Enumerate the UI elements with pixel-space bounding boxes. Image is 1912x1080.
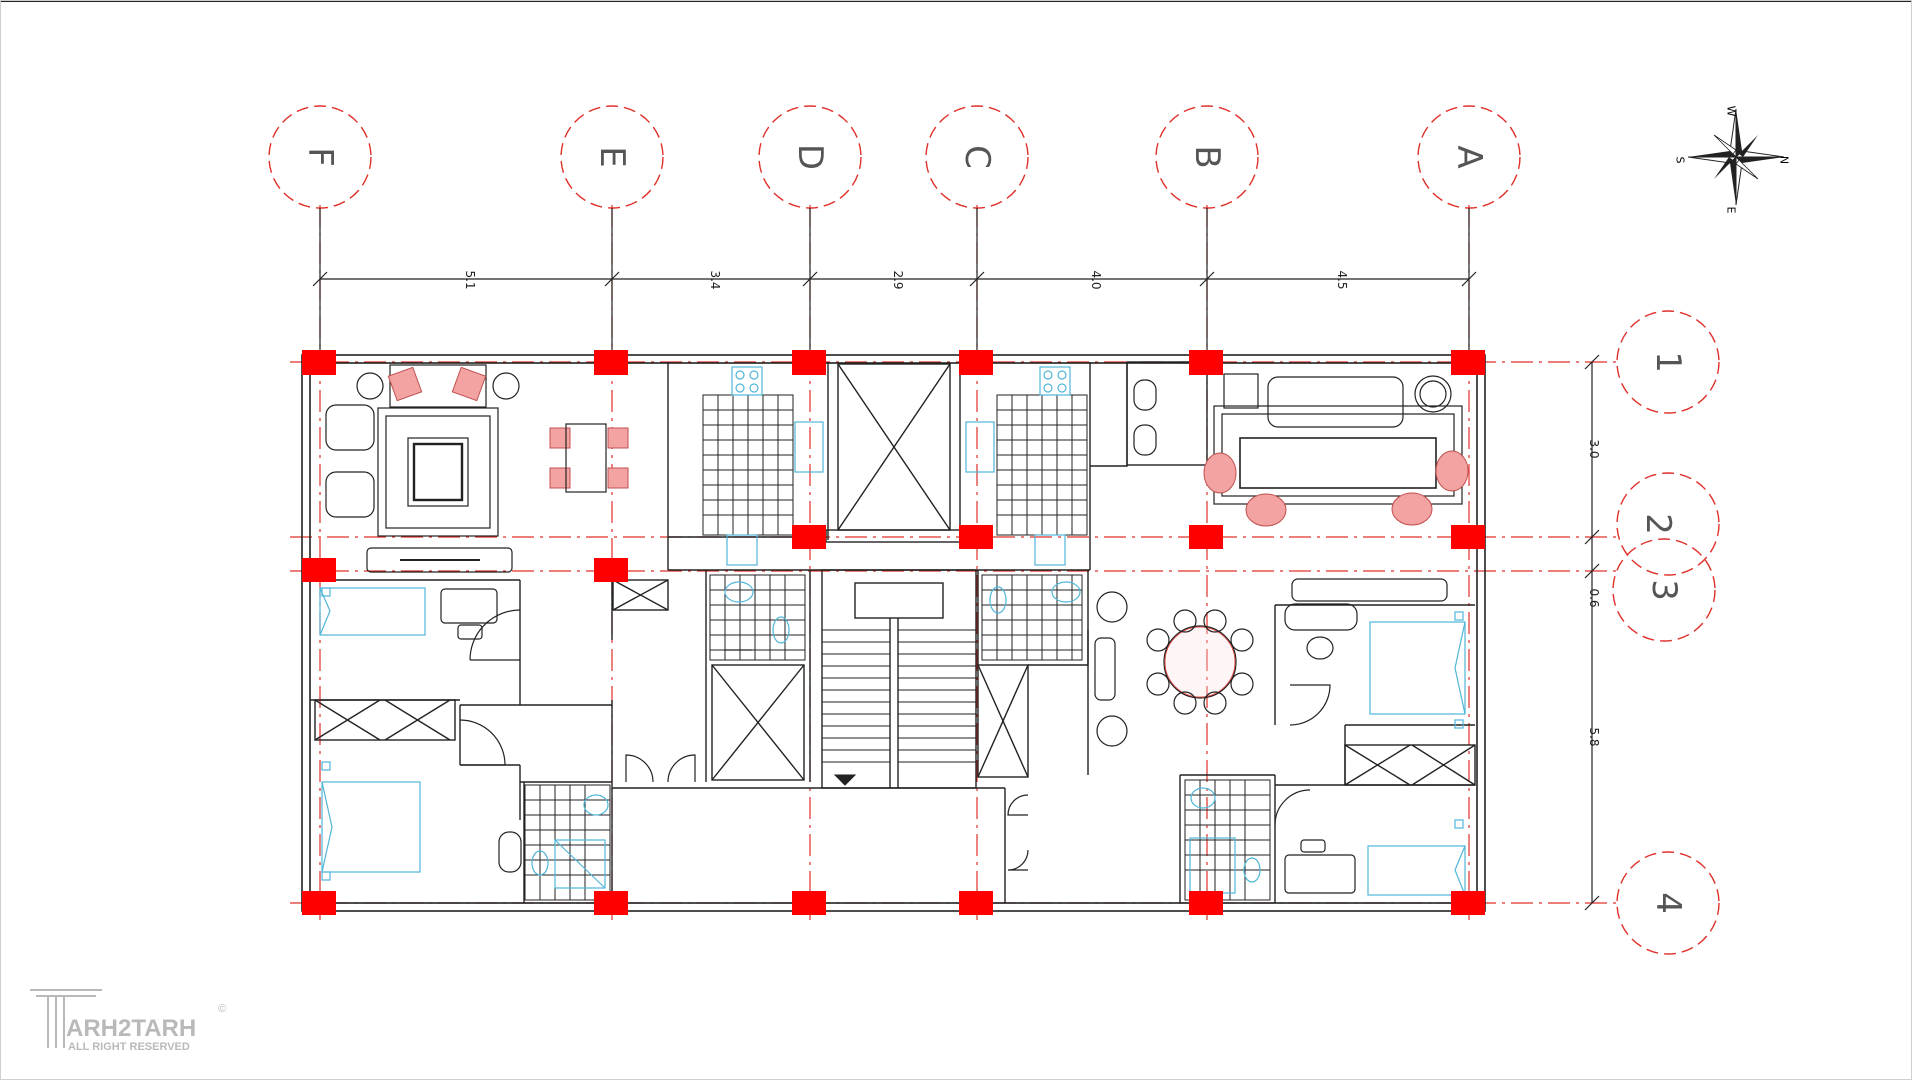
dim-label-1-2: 3.0 <box>1587 439 1601 458</box>
axis-bubble-2: 2 <box>1616 472 1720 576</box>
watermark-logo: ARH2TARH © ALL RIGHT RESERVED <box>30 989 226 1053</box>
stair-treads <box>822 629 976 786</box>
left-living-accents <box>387 366 629 489</box>
column-dimension-chain <box>312 271 1477 287</box>
watermark-tagline: ALL RIGHT RESERVED <box>68 1041 190 1053</box>
dim-label-f-e: 5.1 <box>463 270 477 289</box>
axis-label-d: D <box>790 144 830 170</box>
compass-west-label: W <box>1725 106 1738 117</box>
left-living-furniture <box>325 364 520 573</box>
interior-walls <box>310 361 1476 903</box>
axis-label-1: 1 <box>1648 351 1688 373</box>
round-dining-table <box>1094 591 1254 747</box>
axis-bubble-a: A <box>1417 105 1521 362</box>
dim-label-b-a: 4.5 <box>1335 270 1349 289</box>
watermark-copyright: © <box>218 1003 226 1015</box>
left-dining-table <box>565 423 607 493</box>
axis-bubble-d: D <box>758 105 862 362</box>
dim-label-2-3: 0.6 <box>1587 588 1601 607</box>
axis-label-2: 2 <box>1638 513 1678 535</box>
axis-bubble-4: 4 <box>1616 851 1720 955</box>
compass-east-label: E <box>1725 207 1738 214</box>
door-swings <box>459 609 1331 871</box>
axis-bubble-1: 1 <box>1616 310 1720 414</box>
axis-bubble-b: B <box>1155 105 1259 362</box>
right-corner-seats <box>1133 379 1157 456</box>
axis-label-4: 4 <box>1648 892 1688 914</box>
row-dimension-chain <box>1584 354 1600 911</box>
sanitary-fixtures <box>319 366 1466 896</box>
dim-label-c-b: 4.0 <box>1089 270 1103 289</box>
dim-label-3-4: 5.8 <box>1587 727 1601 746</box>
axis-bubble-3: 3 <box>1612 538 1716 642</box>
column-axis-markers: F E D C B A <box>268 105 1521 362</box>
axis-bubble-c: C <box>925 105 1029 362</box>
dim-label-e-d: 3.4 <box>708 270 722 289</box>
dim-label-d-c: 2.9 <box>891 270 905 289</box>
axis-label-e: E <box>592 146 632 167</box>
right-living-chairs <box>1203 450 1469 527</box>
exterior-walls <box>301 354 1486 912</box>
axis-label-3: 3 <box>1644 579 1684 601</box>
compass-north-label: N <box>1778 156 1791 164</box>
compass-south-label: S <box>1674 157 1687 164</box>
compass-rose: W N E S <box>1674 106 1791 214</box>
bedroom-furniture <box>440 578 1448 894</box>
watermark-brand: ARH2TARH <box>66 1015 196 1042</box>
structural-columns <box>302 350 1485 915</box>
axis-label-f: F <box>300 147 340 167</box>
column-logo-icon <box>30 989 102 1048</box>
compass-star-icon <box>1687 108 1785 206</box>
row-axis-markers: 1 2 3 4 <box>1612 310 1720 955</box>
axis-bubble-f: F <box>268 105 372 362</box>
tiled-floors <box>524 394 1271 901</box>
axis-label-c: C <box>957 145 997 169</box>
axis-label-b: B <box>1187 145 1227 168</box>
axis-bubble-e: E <box>560 105 664 362</box>
axis-label-a: A <box>1449 145 1489 168</box>
